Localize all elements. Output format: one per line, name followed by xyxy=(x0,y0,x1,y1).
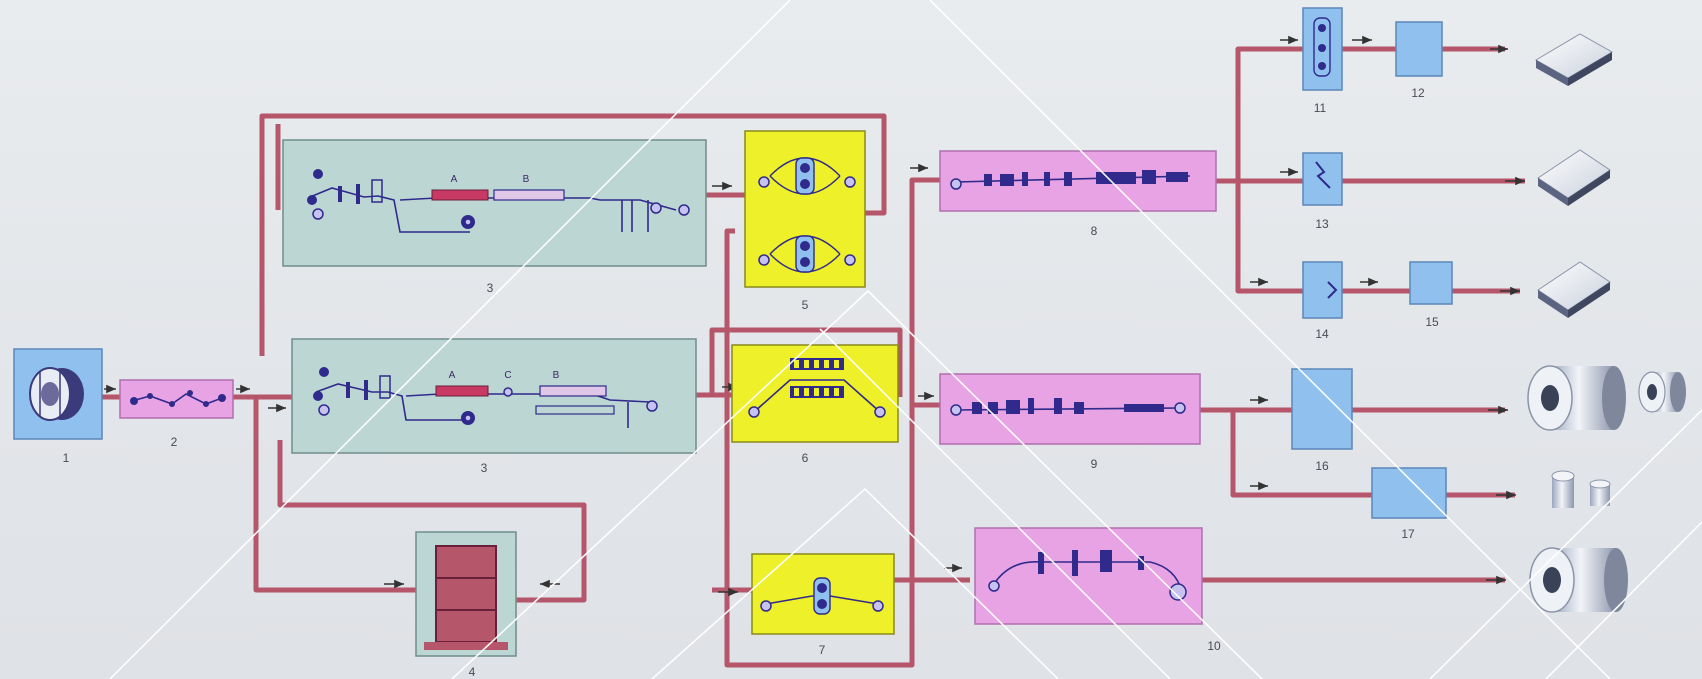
unit-10: 10 xyxy=(974,527,1221,653)
unit-3-lower: A C B 3 xyxy=(291,338,697,475)
slit-coil-icon xyxy=(1551,470,1611,508)
unit-11: 11 xyxy=(1302,7,1343,115)
unit-1-label: 1 xyxy=(63,451,70,465)
diagonal-overlay xyxy=(109,0,1702,679)
unit-14: 14 xyxy=(1302,261,1343,341)
coil-icon xyxy=(1529,547,1628,613)
unit-3-upper: A B 3 xyxy=(282,139,707,295)
sheet-stack-icon xyxy=(1534,33,1614,86)
coil-icon xyxy=(29,367,84,421)
sheet-stack-icon xyxy=(1537,149,1611,206)
unit-9-label: 9 xyxy=(1091,457,1098,471)
unit-5: 5 xyxy=(744,130,866,312)
unit-2: 2 xyxy=(119,379,234,449)
unit-3-lower-sub-c: C xyxy=(504,370,511,381)
unit-2-label: 2 xyxy=(171,435,178,449)
unit-15-label: 15 xyxy=(1425,315,1439,329)
unit-3-upper-label: 3 xyxy=(487,281,494,295)
unit-15: 15 xyxy=(1409,261,1453,329)
unit-13: 13 xyxy=(1302,152,1343,231)
unit-13-label: 13 xyxy=(1315,217,1329,231)
unit-4: 4 xyxy=(415,531,517,679)
unit-11-label: 11 xyxy=(1314,101,1327,115)
unit-17: 17 xyxy=(1371,467,1447,541)
unit-10-label: 10 xyxy=(1207,639,1221,653)
unit-3-upper-sub-b: B xyxy=(523,174,530,185)
coil-icon xyxy=(1527,365,1626,431)
unit-16-label: 16 xyxy=(1315,459,1329,473)
unit-6: 6 xyxy=(731,344,899,465)
unit-6-label: 6 xyxy=(802,451,809,465)
unit-3-upper-sub-a: A xyxy=(451,174,458,185)
flow-arrows xyxy=(104,35,1525,597)
unit-9: 9 xyxy=(939,373,1201,471)
sheet-stack-icon xyxy=(1537,261,1611,318)
unit-12-label: 12 xyxy=(1411,86,1425,100)
coil-icon xyxy=(1638,371,1686,413)
unit-4-label: 4 xyxy=(469,665,476,679)
unit-16: 16 xyxy=(1291,368,1353,473)
unit-3-lower-label: 3 xyxy=(481,461,488,475)
unit-12: 12 xyxy=(1395,21,1443,100)
unit-7-label: 7 xyxy=(819,643,826,657)
unit-3-lower-sub-b: B xyxy=(553,370,560,381)
unit-7: 7 xyxy=(751,553,895,657)
unit-1: 1 xyxy=(13,348,103,465)
unit-14-label: 14 xyxy=(1315,327,1329,341)
unit-5-label: 5 xyxy=(802,298,809,312)
unit-17-label: 17 xyxy=(1401,527,1415,541)
unit-8: 8 xyxy=(939,150,1217,238)
unit-3-lower-sub-a: A xyxy=(449,370,456,381)
unit-8-label: 8 xyxy=(1091,224,1098,238)
